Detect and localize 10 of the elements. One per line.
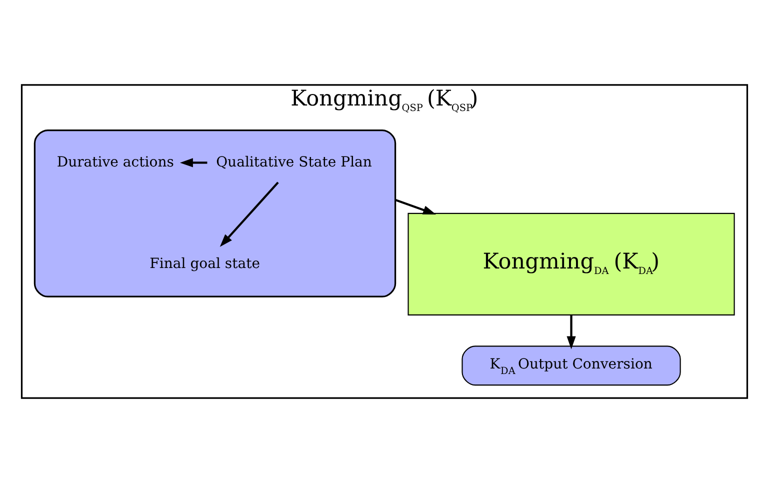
arrow xyxy=(220,181,279,246)
arrow xyxy=(394,198,436,214)
node-text: Final goal state xyxy=(150,255,260,272)
arrow xyxy=(566,314,576,349)
arrow xyxy=(180,158,208,167)
node-box: Kongming$_{DA}$ (K$_{DA}$) xyxy=(408,212,735,315)
cluster xyxy=(34,129,396,297)
node-box: K$_{DA}$ Output Conversion xyxy=(462,345,681,386)
node-text: Durative actions xyxy=(56,154,174,170)
node-text: Qualitative State Plan xyxy=(216,154,372,170)
